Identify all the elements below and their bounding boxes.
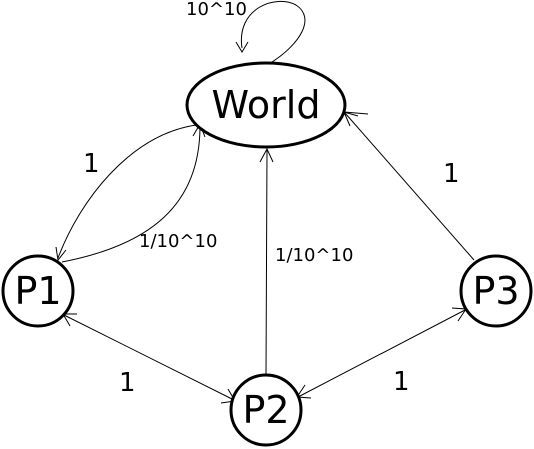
arrowhead-p3-side (451, 307, 467, 322)
edge-label-world-self: 10^10 (186, 0, 247, 20)
node-p1-label: P1 (14, 269, 61, 313)
node-p2-label: P2 (242, 388, 289, 432)
edge-label-p2-to-world: 1/10^10 (275, 245, 353, 266)
edge-label-p3-to-world: 1 (443, 159, 460, 189)
arrowhead-p3-to-world-tick (343, 111, 369, 115)
edge-world-to-p1 (57, 124, 197, 259)
edge-label-p1-p2: 1 (119, 368, 136, 398)
edge-p3-to-world (344, 112, 475, 261)
arrowhead-p2-to-world (259, 147, 274, 163)
node-world: World (185, 61, 347, 149)
node-p3-label: P3 (472, 269, 519, 313)
edge-label-world-to-p1: 1 (83, 149, 100, 179)
edge-world-self-loop (240, 0, 306, 63)
edge-p1-p2 (63, 314, 235, 401)
arrowhead-world-self-loop (235, 41, 249, 53)
node-p2: P2 (229, 373, 303, 447)
edge-p2-p3 (297, 309, 466, 398)
arrowhead-world-to-p1 (55, 246, 67, 262)
node-p1: P1 (1, 254, 75, 328)
edge-p1-to-world (61, 125, 201, 263)
node-world-label: World (212, 83, 321, 127)
edge-p2-to-world (265, 149, 268, 376)
edge-label-p1-to-world: 1/10^10 (139, 231, 217, 252)
edge-label-p2-p3: 1 (393, 367, 410, 397)
node-p3: P3 (459, 254, 533, 328)
